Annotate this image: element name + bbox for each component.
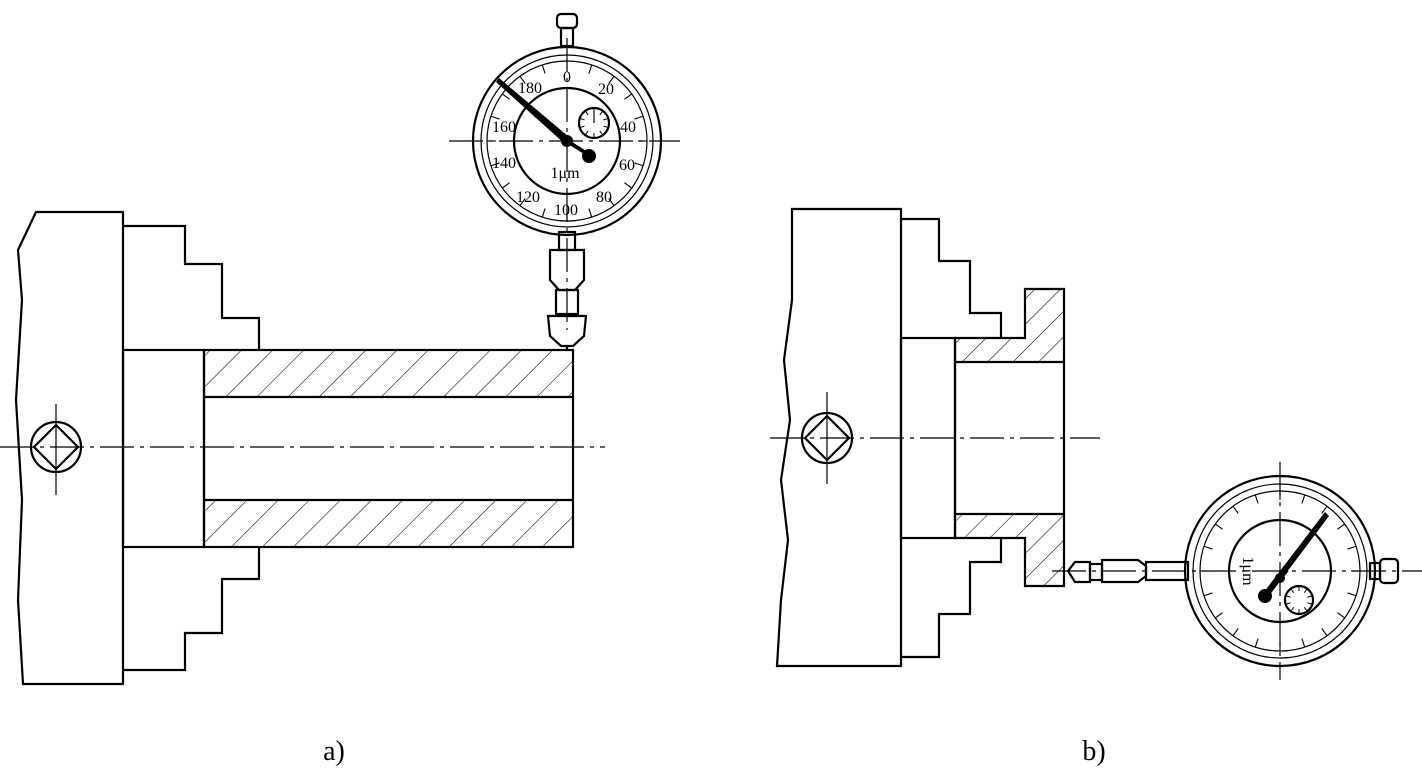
dial-tick xyxy=(580,118,585,121)
dial-scale-labels-a: 0 20 40 60 80 100 120 140 160 180 xyxy=(492,69,636,219)
dial-tick xyxy=(519,75,526,84)
flange-workpiece xyxy=(953,287,1066,588)
sub-dial-ticks-a xyxy=(580,109,608,137)
dial-tick xyxy=(1303,606,1308,611)
dial-tick xyxy=(1337,523,1346,530)
scale-label-120: 120 xyxy=(516,189,540,206)
dial-tick xyxy=(490,162,500,167)
tube-workpiece xyxy=(202,348,575,549)
scale-label-40: 40 xyxy=(620,119,636,136)
dial-tick xyxy=(1254,494,1259,504)
dial-needle-b xyxy=(1258,512,1329,603)
dial-tick xyxy=(1254,638,1259,648)
dial-tick xyxy=(1301,494,1306,504)
dial-tick xyxy=(519,198,526,207)
dial-tick xyxy=(501,182,510,189)
dial-tick xyxy=(1321,505,1328,514)
dial-tick xyxy=(624,93,633,100)
chuck-jaw-top-a xyxy=(123,224,261,350)
scale-label-180: 180 xyxy=(518,80,542,97)
figure-a: 0 20 40 60 80 100 120 140 160 180 1μm a) xyxy=(0,12,680,767)
dial-indicator-b: 1μm xyxy=(1052,462,1422,680)
figure-b: 1μm b) xyxy=(770,207,1422,767)
chuck-jaw-top-b xyxy=(901,217,1003,338)
scale-label-100: 100 xyxy=(554,202,578,219)
dial-tick xyxy=(634,115,644,120)
dial-tick xyxy=(603,118,608,121)
dial-tick xyxy=(1307,595,1312,598)
dial-tick xyxy=(1290,606,1295,611)
dial-needle-a xyxy=(496,78,596,163)
dial-tick xyxy=(599,130,603,135)
dial-tick xyxy=(1290,589,1295,594)
dial-tick xyxy=(1232,505,1239,514)
dial-tick xyxy=(1203,545,1213,550)
caption-a: a) xyxy=(323,736,345,767)
dial-tick xyxy=(599,111,603,116)
holder-block-a xyxy=(121,348,206,549)
scale-label-0: 0 xyxy=(563,69,571,86)
scale-label-60: 60 xyxy=(619,157,635,174)
dial-tick xyxy=(1232,628,1239,637)
chuck-jaw-bottom-a xyxy=(123,547,261,672)
dial-tick xyxy=(1337,612,1346,619)
chuck-key-symbol-b xyxy=(800,392,854,484)
dial-tick xyxy=(588,208,593,218)
scale-label-140: 140 xyxy=(492,155,516,172)
dial-tick xyxy=(1307,602,1312,605)
dial-unit-label-a: 1μm xyxy=(550,165,580,182)
dial-tick xyxy=(1203,592,1213,597)
scale-label-20: 20 xyxy=(598,81,614,98)
dial-tick xyxy=(624,182,633,189)
chuck-key-symbol-a xyxy=(29,404,83,495)
caption-b: b) xyxy=(1082,736,1105,767)
dial-tick xyxy=(541,208,546,218)
dial-tick xyxy=(1347,545,1357,550)
dial-tick xyxy=(1286,595,1291,598)
dial-tick xyxy=(1286,602,1291,605)
dial-tick xyxy=(580,125,585,128)
scale-label-160: 160 xyxy=(492,119,516,136)
dial-tick xyxy=(501,93,510,100)
dial-unit-label-b: 1μm xyxy=(1239,556,1256,586)
scale-label-80: 80 xyxy=(596,189,612,206)
dial-ticks-b xyxy=(1200,491,1360,651)
sub-dial-ticks-b xyxy=(1286,587,1312,613)
dial-tick xyxy=(1303,589,1308,594)
chuck-jaw-bottom-b xyxy=(901,538,1003,659)
dial-indicator-a: 0 20 40 60 80 100 120 140 160 180 1μm xyxy=(449,12,680,350)
dial-tick xyxy=(1214,612,1223,619)
dial-tick xyxy=(585,111,589,116)
dial-tick xyxy=(603,125,608,128)
dial-tick xyxy=(490,115,500,120)
dial-tick xyxy=(608,75,615,84)
dial-tick xyxy=(1347,592,1357,597)
dial-tick xyxy=(634,162,644,167)
dial-tick xyxy=(585,130,589,135)
dial-tick xyxy=(541,64,546,74)
dial-tick xyxy=(1321,628,1328,637)
dial-tick xyxy=(1214,523,1223,530)
dial-tick xyxy=(1301,638,1306,648)
dial-tick xyxy=(588,64,593,74)
dial-tick xyxy=(608,198,615,207)
